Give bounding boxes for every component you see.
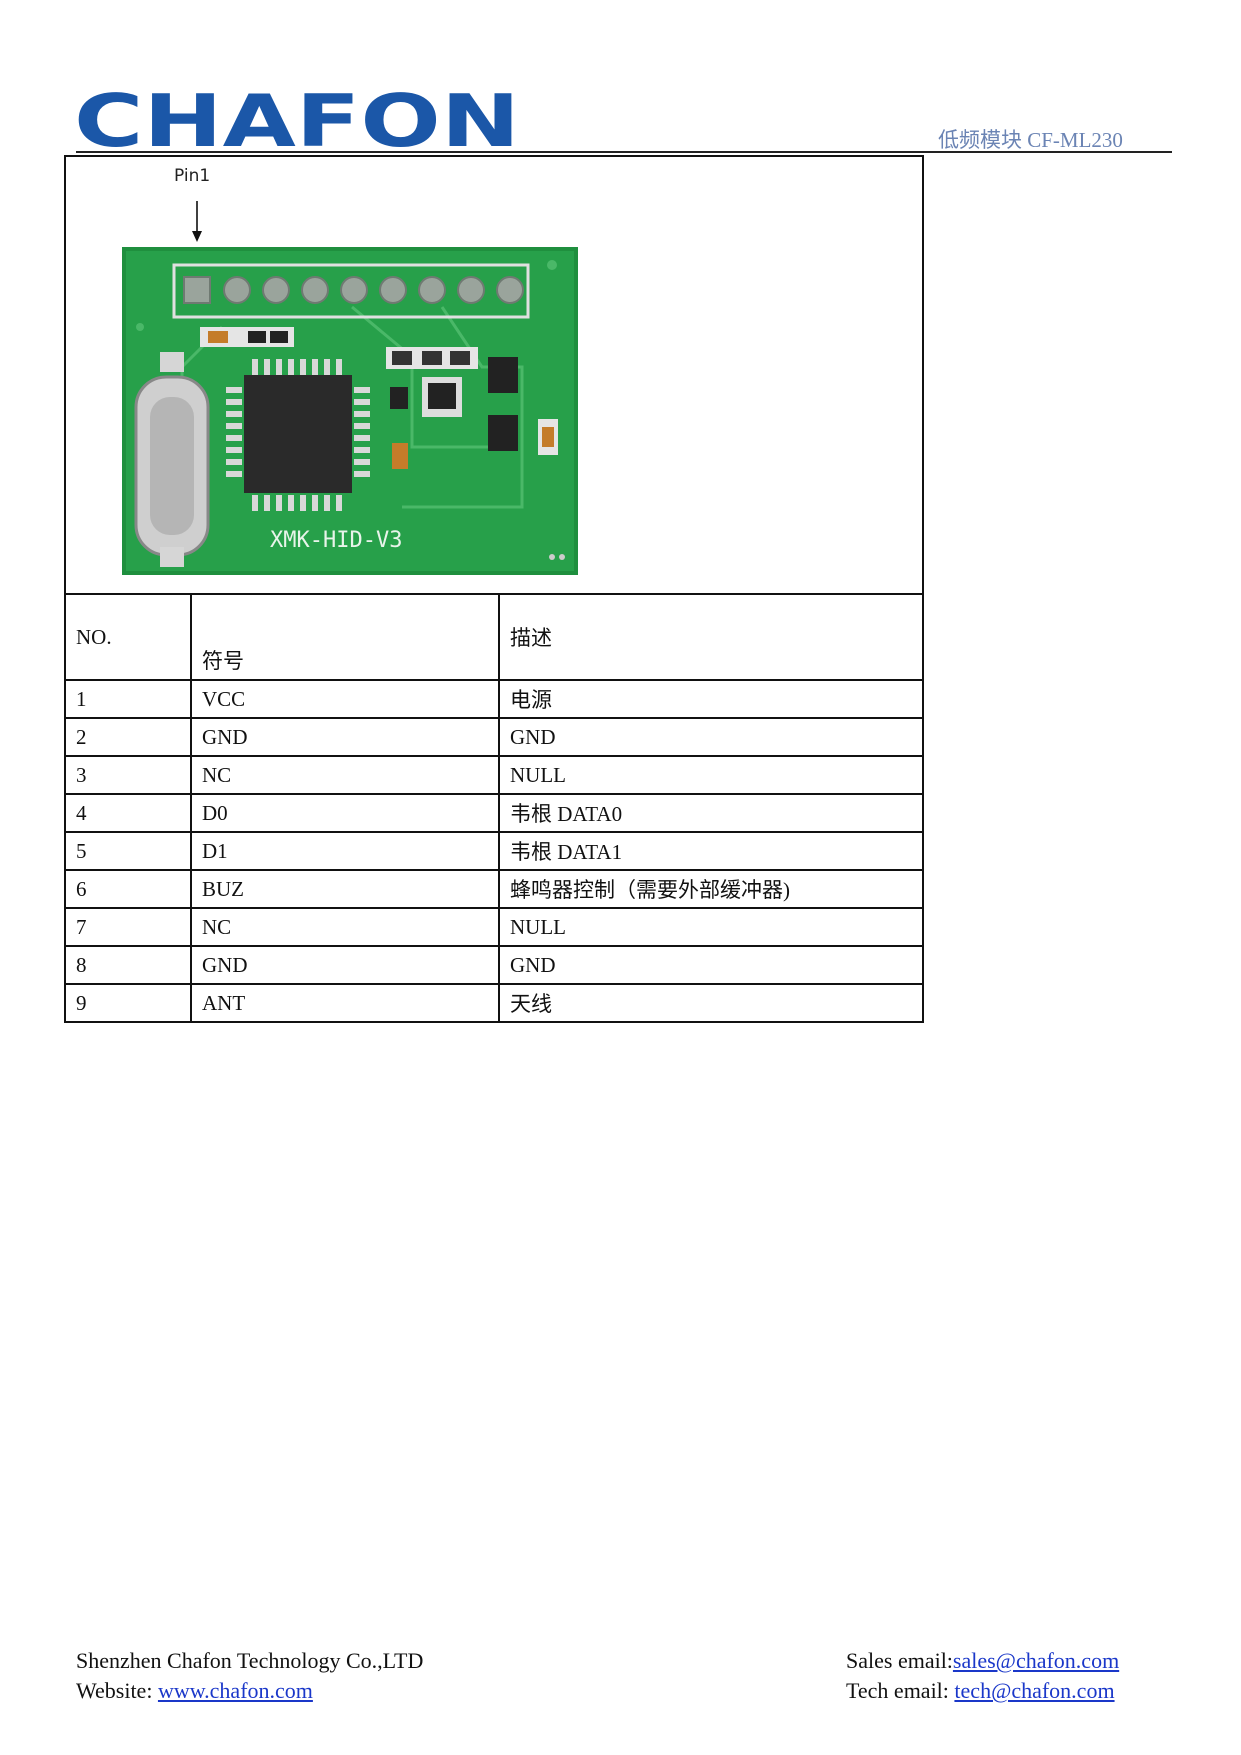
tech-email-link[interactable]: tech@chafon.com — [954, 1678, 1115, 1703]
cell-no: 5 — [64, 831, 192, 871]
module-photo-cell: Pin1 — [63, 155, 925, 595]
table-row: 9 ANT 天线 — [64, 983, 925, 1023]
website-label: Website: — [76, 1678, 158, 1703]
footer-left: Shenzhen Chafon Technology Co.,LTD Websi… — [76, 1646, 423, 1706]
cell-no: 6 — [64, 869, 192, 909]
table-row: 1 VCC 电源 — [64, 679, 925, 719]
header-rule — [76, 151, 1172, 153]
board-silkscreen-text: XMK-HID-V3 — [270, 528, 402, 553]
table-row: 4 D0 韦根 DATA0 — [64, 793, 925, 833]
table-row: 6 BUZ 蜂鸣器控制（需要外部缓冲器) — [64, 869, 925, 909]
cell-description: GND — [497, 945, 925, 985]
cell-symbol: GND — [190, 717, 500, 757]
sales-email-label: Sales email: — [846, 1648, 953, 1673]
table-header-row: NO. 符号 描述 — [64, 593, 925, 681]
brand-logotype: CHAFON — [74, 86, 520, 152]
header-no: NO. — [64, 593, 192, 681]
cell-description: GND — [497, 717, 925, 757]
website-link[interactable]: www.chafon.com — [157, 1678, 313, 1703]
cell-description: NULL — [497, 755, 925, 795]
tech-email-label: Tech email: — [846, 1678, 955, 1703]
sales-email-link[interactable]: sales@chafon.com — [952, 1648, 1120, 1673]
header-symbol: 符号 — [190, 593, 500, 681]
cell-symbol: NC — [190, 907, 500, 947]
cell-symbol: D0 — [190, 793, 500, 833]
table-row: 5 D1 韦根 DATA1 — [64, 831, 925, 871]
cell-symbol: ANT — [190, 983, 500, 1023]
cell-description: 天线 — [497, 983, 925, 1023]
chafon-logo: CHAFON — [74, 86, 520, 152]
cell-no: 2 — [64, 717, 192, 757]
header-description: 描述 — [497, 593, 925, 681]
website-line: Website: www.chafon.com — [76, 1676, 423, 1706]
module-board-image: XMK-HID-V3 — [122, 247, 578, 575]
table-row: 2 GND GND — [64, 717, 925, 757]
cell-description: 韦根 DATA1 — [497, 831, 925, 871]
cell-symbol: GND — [190, 945, 500, 985]
cell-no: 8 — [64, 945, 192, 985]
cell-no: 1 — [64, 679, 192, 719]
arrow-down-icon — [192, 201, 202, 242]
cell-description: NULL — [497, 907, 925, 947]
cell-description: 蜂鸣器控制（需要外部缓冲器) — [497, 869, 925, 909]
cell-symbol: NC — [190, 755, 500, 795]
table-row: 7 NC NULL — [64, 907, 925, 947]
cell-symbol: BUZ — [190, 869, 500, 909]
footer-right: Sales email:sales@chafon.com Tech email:… — [846, 1646, 1119, 1706]
cell-symbol: D1 — [190, 831, 500, 871]
table-row: 3 NC NULL — [64, 755, 925, 795]
cell-symbol: VCC — [190, 679, 500, 719]
pin1-label: Pin1 — [174, 166, 211, 186]
tech-email-line: Tech email: tech@chafon.com — [846, 1676, 1119, 1706]
cell-description: 电源 — [497, 679, 925, 719]
company-name: Shenzhen Chafon Technology Co.,LTD — [76, 1648, 424, 1673]
table-row: 8 GND GND — [64, 945, 925, 985]
cell-no: 4 — [64, 793, 192, 833]
cell-description: 韦根 DATA0 — [497, 793, 925, 833]
cell-no: 3 — [64, 755, 192, 795]
cell-no: 9 — [64, 983, 192, 1023]
sales-email-line: Sales email:sales@chafon.com — [846, 1646, 1119, 1676]
model-label: 低频模块 CF-ML230 — [938, 128, 1123, 152]
pin-table: Pin1 — [63, 155, 925, 1023]
cell-no: 7 — [64, 907, 192, 947]
